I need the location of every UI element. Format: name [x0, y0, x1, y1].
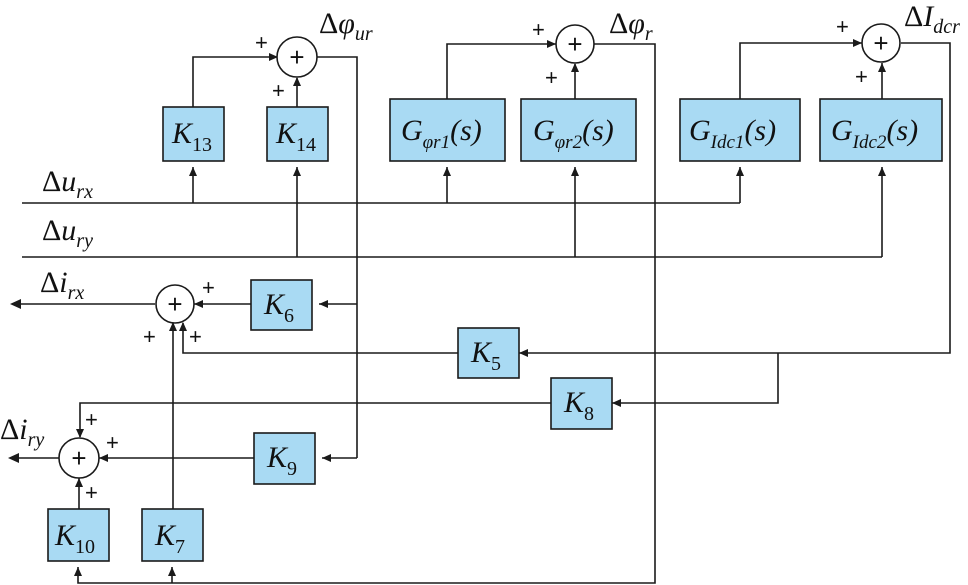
block-k10-label: K10	[54, 519, 95, 558]
block-g-phir1-label: Gφr1(s)	[401, 114, 482, 153]
sign-irx-bottom-left: +	[143, 324, 156, 349]
wire-phir-output	[77, 43, 656, 584]
block-g-phir1: Gφr1(s)	[389, 98, 506, 162]
arrow-into-k5	[519, 349, 528, 357]
arrow-into-sum-iry-bottom	[75, 478, 83, 487]
arrow-into-k8	[612, 399, 621, 407]
arrow-into-gidc1	[736, 167, 744, 176]
block-k9: K9	[253, 432, 316, 485]
label-delta-u-rx: Δurx	[42, 165, 93, 203]
summing-junction-phiur: +	[276, 36, 318, 78]
arrow-into-gphir1	[443, 167, 451, 176]
arrow-into-sum-iry-top	[76, 429, 84, 438]
arrow-into-sum-phir-bottom	[571, 63, 579, 72]
block-g-idc2: GIdc2(s)	[819, 98, 943, 162]
label-delta-i-ry: Δiry	[0, 413, 44, 451]
arrow-into-sum-irx-right	[194, 300, 203, 308]
block-k9-label: K9	[266, 441, 297, 480]
block-g-idc2-label: GIdc2(s)	[831, 114, 918, 153]
label-delta-phi-r: Δφr	[609, 7, 653, 45]
block-g-phir2-label: Gφr2(s)	[533, 114, 614, 153]
wire-gphir1-to-sum-phir	[446, 43, 556, 99]
sign-phir-bottom: +	[545, 65, 558, 90]
sign-phiur-left: +	[255, 30, 268, 55]
sum-irx-symbol: +	[167, 289, 182, 319]
sign-iry-top: +	[85, 407, 98, 432]
sign-iry-bottom: +	[85, 480, 98, 505]
block-k8-label: K8	[563, 386, 594, 425]
arrow-into-sum-phir-left	[547, 40, 556, 48]
summing-junction-phir: +	[555, 24, 595, 64]
sign-irx-right: +	[202, 275, 215, 300]
sign-idcr-bottom: +	[855, 64, 868, 89]
arrow-into-k14	[293, 167, 301, 176]
arrow-irx-output	[10, 299, 21, 309]
arrow-into-k13	[189, 167, 197, 176]
block-g-idc1-label: GIdc1(s)	[689, 114, 776, 153]
arrow-into-sum-iry-right	[99, 454, 108, 462]
block-k6: K6	[250, 279, 313, 331]
arrow-into-sum-idcr-bottom	[878, 63, 886, 72]
wire-k5-to-sum-irx	[182, 323, 458, 354]
block-k13-label: K13	[171, 117, 212, 156]
signal-wires	[16, 42, 951, 584]
arrowheads	[8, 39, 886, 576]
summing-junction-iry: +	[58, 437, 100, 479]
arrow-into-sum-phiur-bottom	[293, 77, 301, 86]
wire-phiur-output	[317, 56, 358, 458]
wire-gidc1-to-sum-idcr	[739, 42, 862, 99]
block-k10: K10	[47, 508, 110, 562]
label-delta-phi-ur: Δφur	[319, 7, 373, 45]
block-k6-label: K6	[263, 288, 294, 327]
label-delta-i-rx: Δirx	[40, 266, 84, 304]
sign-idcr-left: +	[836, 14, 849, 39]
arrow-into-sum-irx-k7	[169, 322, 177, 331]
arrow-into-sum-irx-k5	[179, 322, 187, 331]
block-k13: K13	[162, 106, 225, 162]
block-k14-label: K14	[275, 117, 316, 156]
sign-phir-left: +	[532, 17, 545, 42]
wire-idcr-to-k8	[612, 353, 779, 404]
arrow-iry-output	[8, 453, 19, 463]
arrow-into-k7	[168, 567, 176, 576]
wire-idcr-output	[519, 42, 951, 354]
arrow-into-gidc2	[878, 167, 886, 176]
block-k7: K7	[141, 508, 204, 562]
block-k7-label: K7	[154, 519, 185, 558]
arrow-into-k10	[74, 567, 82, 576]
arrow-into-gphir2	[571, 167, 579, 176]
sum-phir-symbol: +	[567, 29, 582, 59]
sum-idcr-symbol: +	[873, 28, 888, 58]
arrow-into-sum-phiur-left	[269, 53, 278, 61]
sum-iry-symbol: +	[71, 443, 86, 473]
arrow-into-k6	[319, 300, 328, 308]
block-g-phir2: Gφr2(s)	[520, 98, 637, 162]
arrow-into-k9	[322, 454, 331, 462]
block-k5: K5	[457, 327, 520, 379]
summing-junction-idcr: +	[861, 23, 901, 63]
sign-irx-bottom-right: +	[189, 324, 202, 349]
block-k5-label: K5	[470, 336, 501, 375]
block-k8: K8	[550, 377, 613, 430]
label-delta-i-dcr: ΔIdcr	[904, 0, 960, 38]
label-delta-u-ry: Δury	[42, 214, 93, 252]
sign-iry-right: +	[106, 430, 119, 455]
sign-marks: + + + + + + + + + + + +	[85, 14, 868, 505]
block-k14: K14	[266, 106, 329, 162]
wire-k8-to-sum-iry	[79, 402, 551, 437]
sign-phiur-bottom: +	[272, 78, 285, 103]
summing-junction-irx: +	[155, 284, 195, 324]
wire-k13-to-sum-phiur	[192, 56, 278, 107]
arrow-into-sum-idcr-left	[853, 39, 862, 47]
block-g-idc1: GIdc1(s)	[679, 98, 801, 162]
sum-phiur-symbol: +	[289, 42, 304, 72]
